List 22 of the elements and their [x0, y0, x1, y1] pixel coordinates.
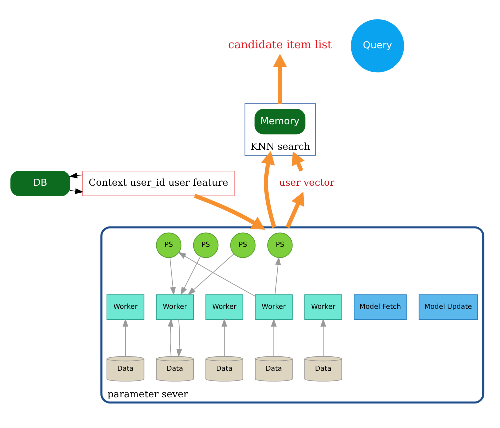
arrow	[188, 254, 234, 296]
arrow	[292, 151, 305, 172]
arrow	[261, 151, 276, 228]
node-box: Context user_id user feature	[82, 170, 235, 196]
arrow	[176, 319, 182, 358]
arrow	[320, 318, 326, 357]
arrow	[180, 256, 202, 296]
arrow	[178, 252, 256, 297]
node-box: Memory	[254, 109, 306, 135]
arrow	[273, 54, 288, 104]
arrow	[222, 318, 228, 357]
node-text: candidate item list	[228, 38, 332, 52]
arrow	[170, 258, 176, 296]
node-box: DB	[10, 170, 70, 196]
arrow	[271, 318, 277, 357]
arrow	[194, 194, 266, 230]
node-circle: Query	[351, 20, 404, 73]
arrow	[168, 318, 174, 357]
arrow	[286, 192, 305, 228]
arrow	[274, 256, 282, 295]
arrow	[122, 318, 129, 357]
node-text: user vector	[279, 178, 335, 190]
